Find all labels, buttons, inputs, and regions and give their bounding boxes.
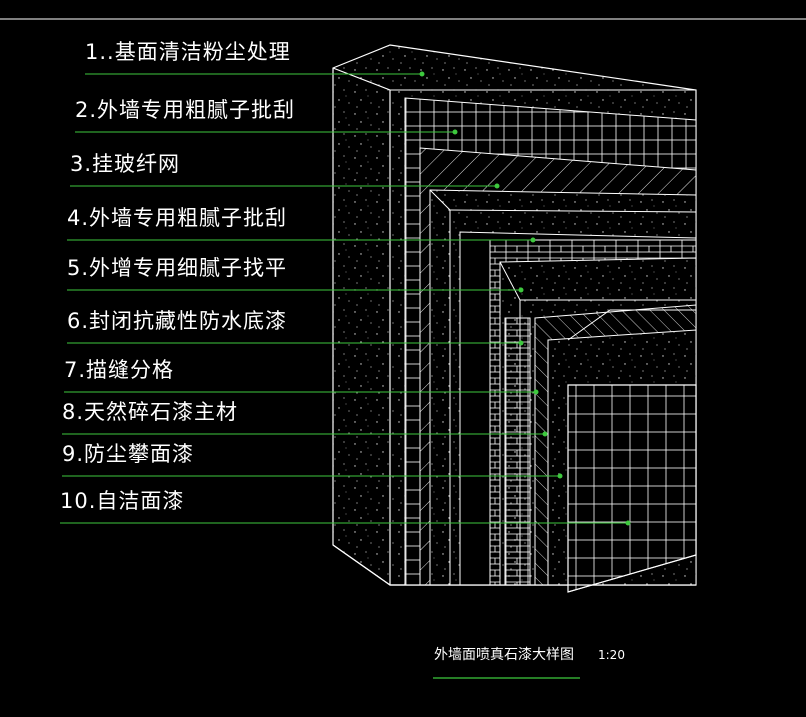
- layer-label-1: 1..基面清洁粉尘处理: [85, 42, 291, 63]
- layer-label-7: 7.描缝分格: [64, 360, 174, 381]
- drawing-scale: 1:20: [598, 648, 625, 662]
- layer-label-6: 6.封闭抗藏性防水底漆: [67, 311, 287, 332]
- layer-label-10-text: 自洁面漆: [96, 489, 185, 513]
- layer-label-2-num: 2.: [75, 98, 98, 122]
- layer-label-6-num: 6.: [67, 309, 90, 333]
- leader-lines: [60, 71, 631, 526]
- layer-label-9-text: 防尘攀面漆: [84, 442, 195, 466]
- layer-label-1-text: .基面清洁粉尘处理: [107, 40, 291, 64]
- layer-label-7-num: 7.: [64, 358, 87, 382]
- layer-label-3: 3.挂玻纤网: [70, 154, 180, 175]
- layer-label-9: 9.防尘攀面漆: [62, 444, 194, 465]
- layer-label-3-text: 挂玻纤网: [92, 152, 181, 176]
- layer-label-8-num: 8.: [62, 400, 85, 424]
- layer-label-2: 2.外墙专用粗腻子批刮: [75, 100, 295, 121]
- layer-label-4: 4.外墙专用粗腻子批刮: [67, 208, 287, 229]
- layer-label-4-num: 4.: [67, 206, 90, 230]
- layer-label-5: 5.外增专用细腻子找平: [67, 258, 287, 279]
- layer-self-clean-coat: [567, 309, 697, 593]
- layer-label-2-text: 外墙专用粗腻子批刮: [97, 98, 296, 122]
- layer-label-7-text: 描缝分格: [86, 358, 175, 382]
- layer-label-9-num: 9.: [62, 442, 85, 466]
- layer-label-5-text: 外增专用细腻子找平: [89, 256, 288, 280]
- layer-label-6-text: 封闭抗藏性防水底漆: [89, 309, 288, 333]
- layer-label-8: 8.天然碎石漆主材: [62, 402, 238, 423]
- drawing-title: 外墙面喷真石漆大样图: [434, 647, 574, 663]
- layer-label-10-num: 10.: [60, 489, 97, 513]
- layer-joint-lines: [504, 317, 531, 586]
- layer-label-4-text: 外墙专用粗腻子批刮: [89, 206, 288, 230]
- layer-label-8-text: 天然碎石漆主材: [84, 400, 239, 424]
- layer-label-10: 10.自洁面漆: [60, 491, 184, 512]
- layer-label-5-num: 5.: [67, 256, 90, 280]
- layer-label-1-num: 1.: [85, 40, 108, 64]
- layer-label-3-num: 3.: [70, 152, 93, 176]
